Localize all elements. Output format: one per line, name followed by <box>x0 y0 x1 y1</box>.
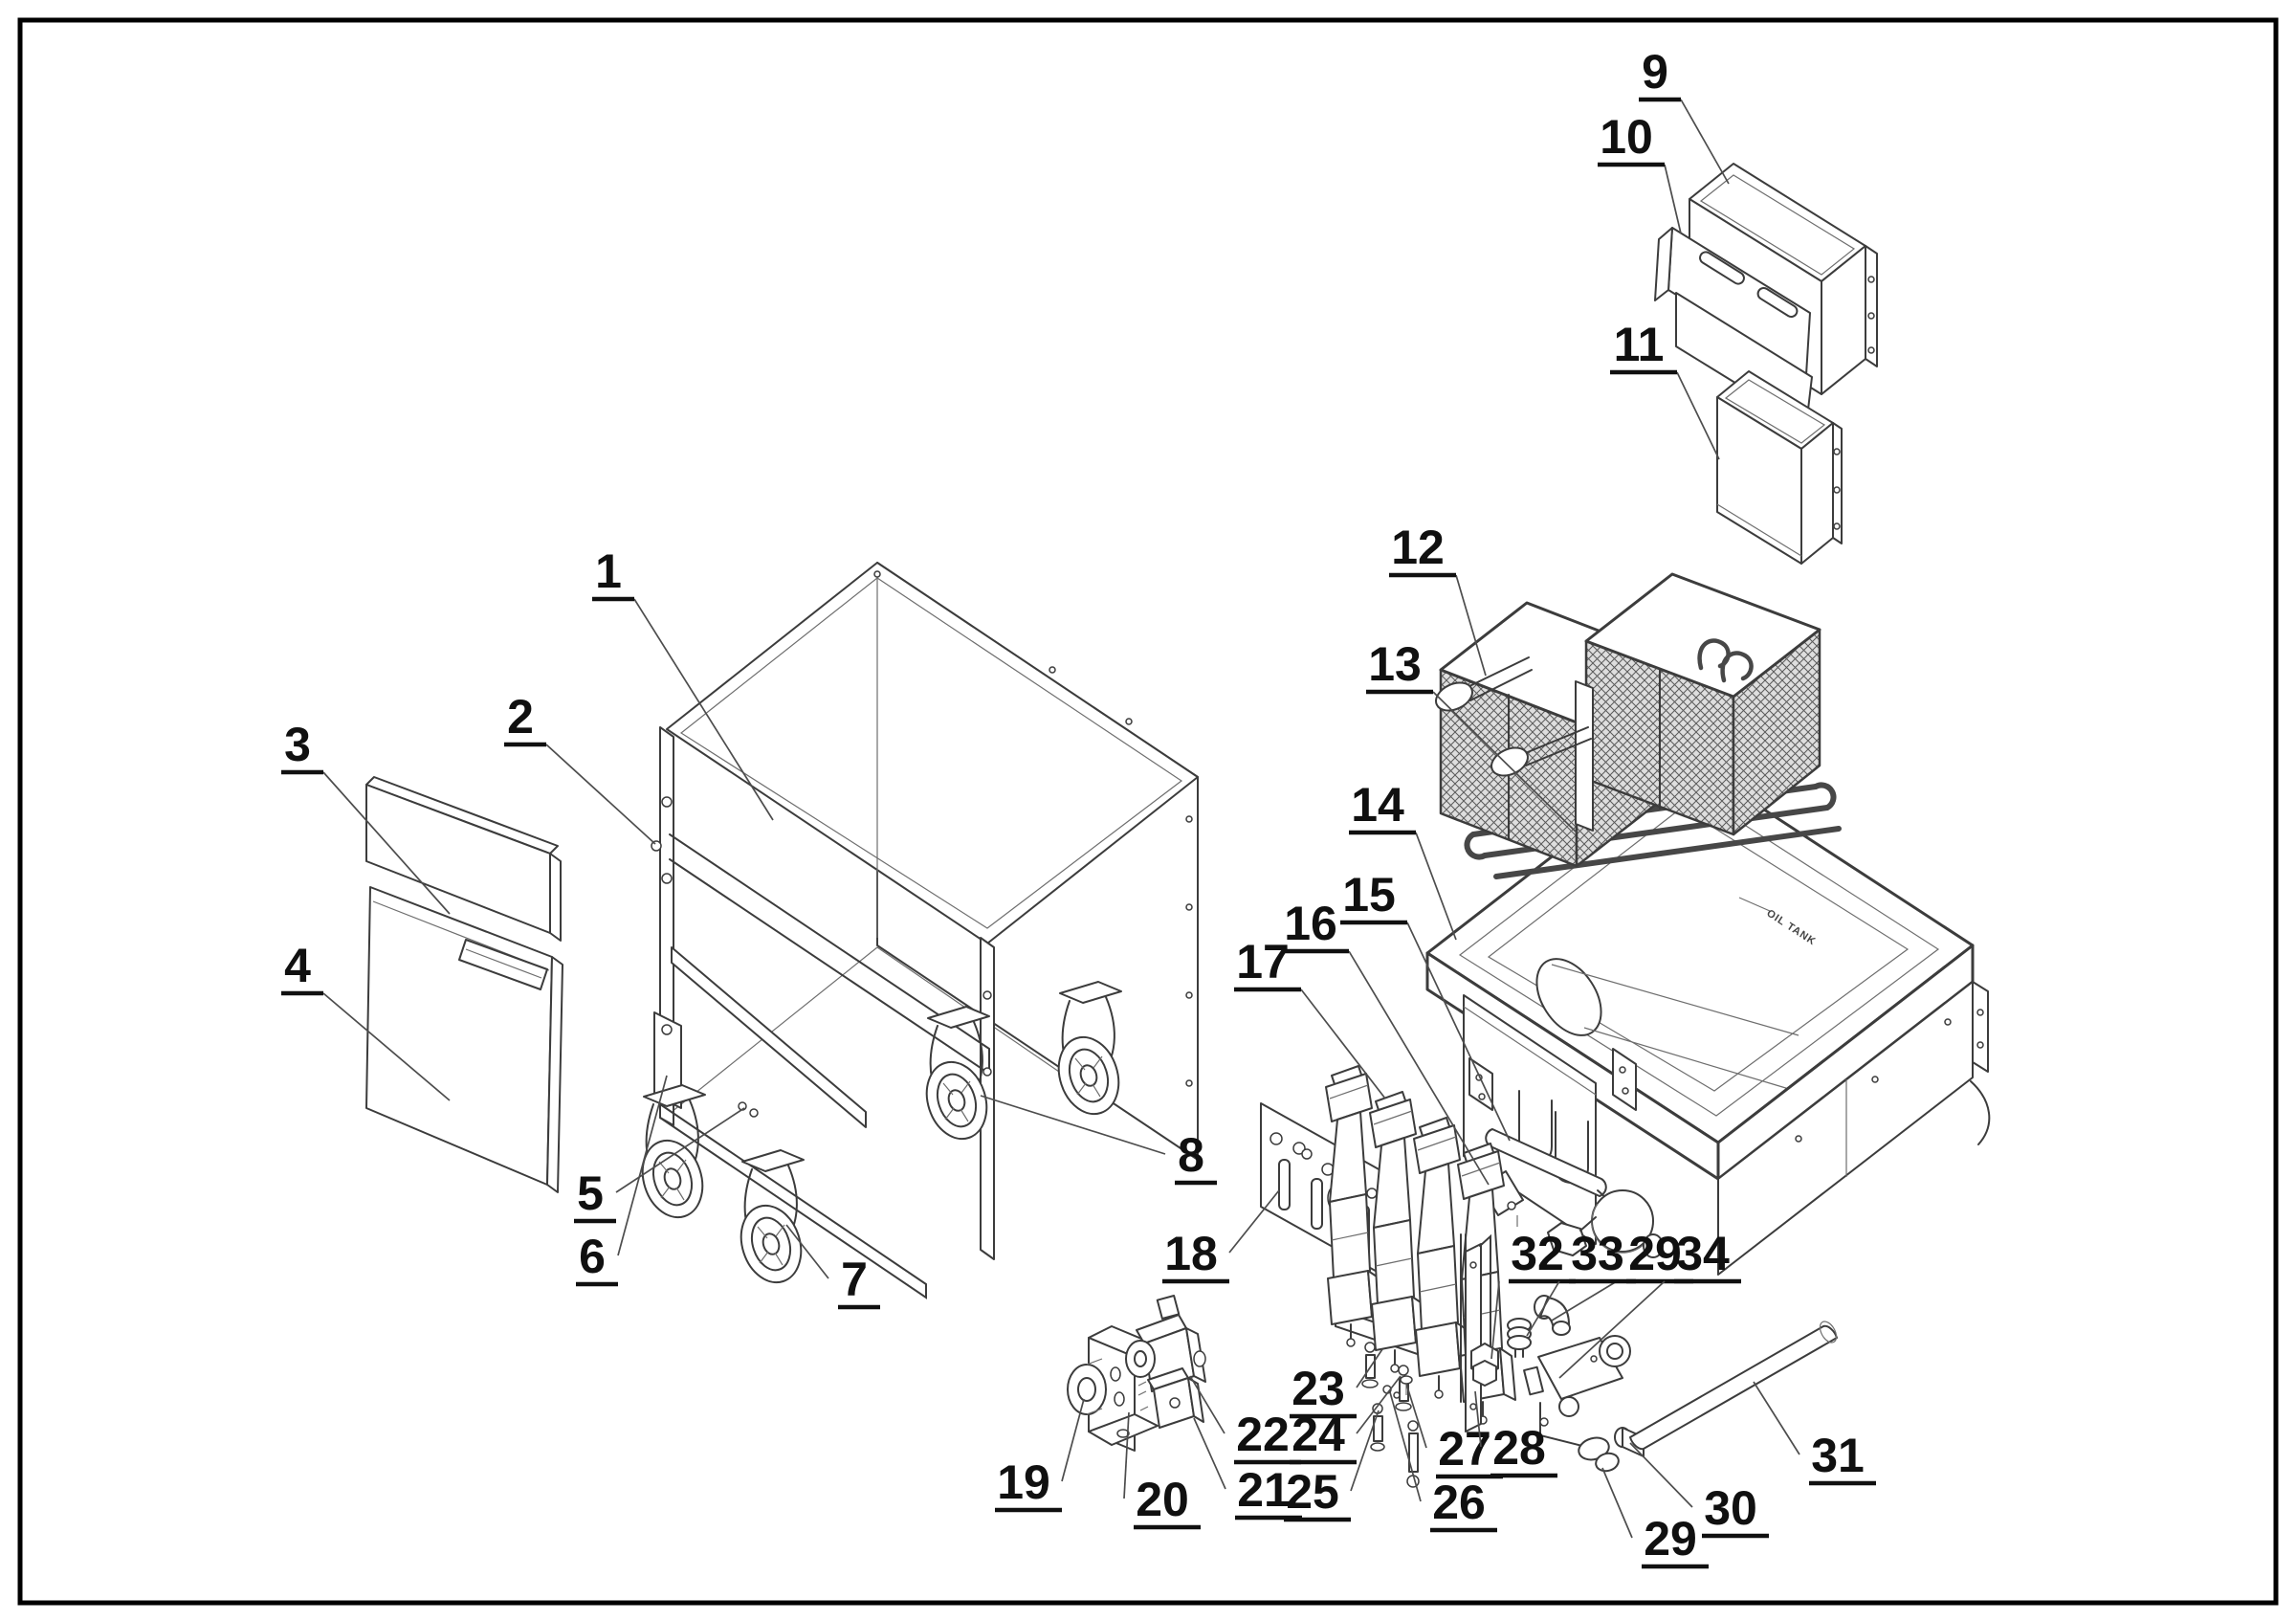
svg-text:28: 28 <box>1492 1421 1546 1475</box>
drain-ball-valve <box>1485 1128 1664 1258</box>
svg-text:25: 25 <box>1286 1465 1339 1519</box>
svg-text:18: 18 <box>1164 1227 1218 1280</box>
fastener-set <box>1361 1233 1491 1488</box>
part-label-12: 12 <box>1389 521 1487 677</box>
svg-text:14: 14 <box>1351 778 1404 832</box>
basket-hook <box>1720 651 1754 683</box>
part-label-21: 21 <box>1193 1417 1302 1521</box>
mount-bracket <box>1067 1325 1159 1452</box>
part-label-11: 11 <box>1610 318 1720 460</box>
component-box <box>1716 370 1843 565</box>
kick-plate <box>653 1011 682 1109</box>
svg-text:5: 5 <box>577 1166 604 1220</box>
union-fitting <box>1470 1343 1499 1387</box>
part-label-2: 2 <box>504 690 656 845</box>
part-label-34: 34 <box>1558 1227 1741 1379</box>
svg-text:17: 17 <box>1236 935 1290 988</box>
burner-assembly <box>1325 1065 1516 1432</box>
part-label-4: 4 <box>281 939 451 1101</box>
part-label-29: 29 <box>1601 1467 1709 1569</box>
upper-front-panel <box>365 776 562 942</box>
part-label-30: 30 <box>1629 1442 1769 1539</box>
part-label-20: 20 <box>1123 1411 1201 1530</box>
drain-pipe <box>1629 1321 1838 1451</box>
svg-text:24: 24 <box>1292 1408 1345 1461</box>
svg-text:33: 33 <box>1571 1227 1624 1280</box>
cabinet-frame <box>651 562 1199 1299</box>
svg-text:26: 26 <box>1432 1476 1486 1529</box>
svg-text:13: 13 <box>1368 637 1422 691</box>
cabinet-brace <box>671 946 867 1128</box>
part-label-28: 28 <box>1474 1390 1557 1478</box>
part-label-27: 27 <box>1405 1383 1503 1479</box>
fry-basket-right <box>1575 572 1821 836</box>
svg-text:12: 12 <box>1391 521 1445 574</box>
svg-text:8: 8 <box>1178 1128 1204 1182</box>
part-label-16: 16 <box>1282 897 1490 1186</box>
svg-text:11: 11 <box>1614 318 1665 371</box>
svg-text:1: 1 <box>595 544 622 598</box>
part-label-9: 9 <box>1639 45 1730 185</box>
svg-text:6: 6 <box>579 1230 606 1283</box>
part-label-31: 31 <box>1753 1381 1876 1486</box>
svg-text:4: 4 <box>284 939 311 992</box>
part-label-23: 23 <box>1290 1348 1383 1419</box>
part-label-26: 26 <box>1389 1391 1497 1533</box>
part-label-13: 13 <box>1366 637 1578 833</box>
svg-text:20: 20 <box>1136 1473 1189 1526</box>
svg-text:29: 29 <box>1644 1512 1697 1565</box>
part-label-33: 33 <box>1526 1227 1636 1337</box>
tank-right-skirt <box>1717 981 1974 1276</box>
elbow-fitting-bottom <box>1578 1436 1620 1473</box>
hi-limit-box <box>1137 1367 1204 1429</box>
part-label-24: 24 <box>1290 1375 1402 1465</box>
door-panel <box>365 886 563 1193</box>
svg-text:7: 7 <box>841 1253 868 1306</box>
svg-text:3: 3 <box>284 718 311 771</box>
part-label-8: 8 <box>980 1095 1217 1186</box>
basket-hanger-bracket <box>1654 227 1813 411</box>
svg-text:15: 15 <box>1342 868 1396 922</box>
part-label-15: 15 <box>1340 868 1511 1142</box>
heat-tube-cylinder <box>1535 958 1602 1036</box>
svg-text:27: 27 <box>1438 1422 1491 1476</box>
svg-text:19: 19 <box>997 1455 1050 1509</box>
svg-text:30: 30 <box>1704 1481 1757 1535</box>
drawing-border <box>17 17 2279 1606</box>
part-label-19: 19 <box>995 1398 1085 1513</box>
part-label-7: 7 <box>785 1224 880 1310</box>
svg-text:21: 21 <box>1237 1463 1291 1517</box>
oil-pump <box>1523 1335 1631 1448</box>
tank-left-skirt <box>1463 994 1597 1245</box>
part-label-3: 3 <box>281 718 451 915</box>
svg-text:23: 23 <box>1292 1362 1345 1415</box>
part-label-25: 25 <box>1284 1410 1380 1522</box>
valve-handle <box>1485 1128 1607 1197</box>
svg-text:2: 2 <box>507 690 534 744</box>
part-label-10: 10 <box>1598 110 1682 234</box>
caster-front <box>730 1149 812 1292</box>
part-label-29: 29 <box>1551 1227 1693 1321</box>
door-handle <box>458 939 548 990</box>
svg-text:16: 16 <box>1284 897 1337 950</box>
part-label-5: 5 <box>574 1107 745 1224</box>
part-label-22: 22 <box>1189 1375 1301 1465</box>
part-label-18: 18 <box>1162 1189 1280 1284</box>
hose-barb-fitting <box>1507 1318 1532 1358</box>
part-label-32: 32 <box>1490 1227 1576 1360</box>
svg-text:9: 9 <box>1642 45 1668 99</box>
svg-text:32: 32 <box>1511 1227 1564 1280</box>
svg-text:31: 31 <box>1811 1429 1865 1482</box>
part-label-14: 14 <box>1349 778 1457 941</box>
part-label-17: 17 <box>1234 935 1386 1099</box>
svg-text:29: 29 <box>1628 1227 1682 1280</box>
part-label-6: 6 <box>576 1075 668 1287</box>
part-label-1: 1 <box>592 544 774 821</box>
svg-text:22: 22 <box>1236 1408 1290 1461</box>
svg-text:10: 10 <box>1600 110 1653 164</box>
svg-text:34: 34 <box>1676 1227 1730 1280</box>
